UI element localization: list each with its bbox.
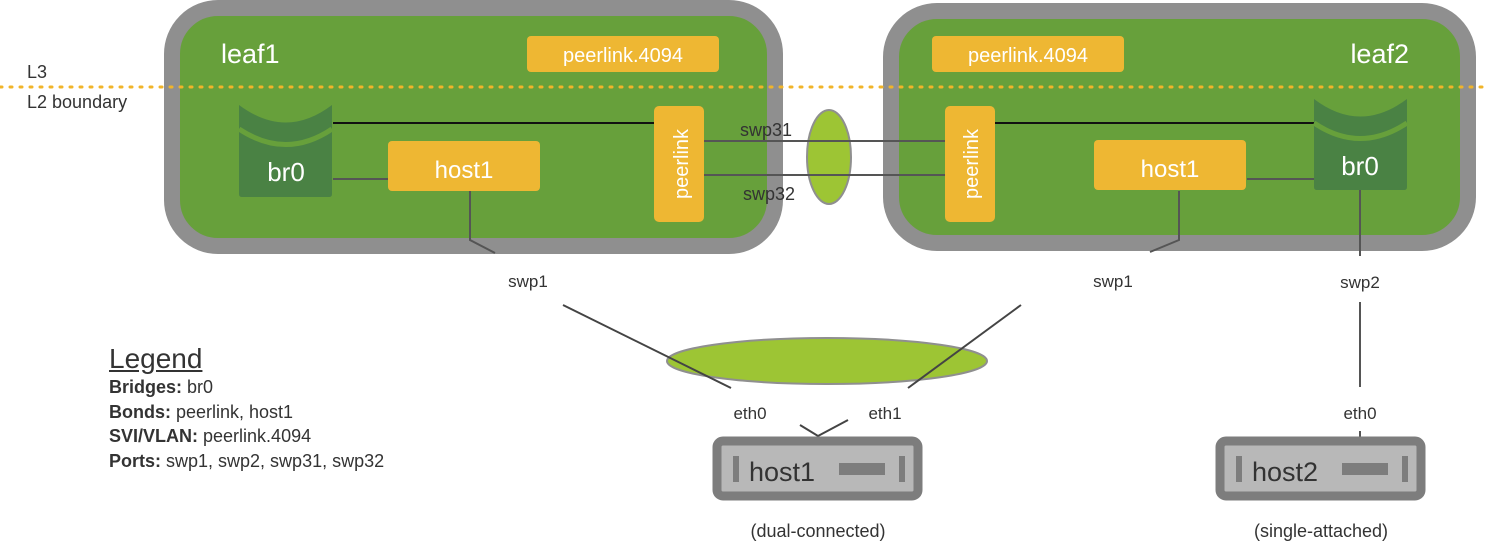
host2-server-label: host2 xyxy=(1252,457,1318,487)
leaf1-svi-label: peerlink.4094 xyxy=(563,45,683,67)
l3-label: L3 xyxy=(27,62,47,82)
leaf1-bridge-label: br0 xyxy=(267,157,305,187)
host1-caption: (dual-connected) xyxy=(750,521,885,541)
swp31-label: swp31 xyxy=(740,120,792,140)
leaf2-peerlink-bond-label: peerlink xyxy=(961,128,983,199)
swp2-label: swp2 xyxy=(1340,273,1380,292)
leaf1-host1-bond-label: host1 xyxy=(435,157,494,184)
leaf2-host1-bond-label: host1 xyxy=(1141,156,1200,183)
host2-server[interactable]: host2 xyxy=(1215,436,1426,501)
leaf1-bridge[interactable]: br0 xyxy=(237,105,334,197)
leaf1-label: leaf1 xyxy=(221,39,280,69)
legend-row-ports: Ports: swp1, swp2, swp31, swp32 xyxy=(109,449,384,474)
leaf1-swp1-link-upper xyxy=(469,191,496,254)
leaf2-svi-label: peerlink.4094 xyxy=(968,45,1088,67)
legend-value: br0 xyxy=(182,377,214,397)
leaf1-swp1-label: swp1 xyxy=(508,272,548,291)
leaf1-swp1-link-lower xyxy=(562,304,732,389)
leaf1-svi-box[interactable] xyxy=(527,36,719,72)
legend-value: peerlink, host1 xyxy=(171,401,294,422)
leaf2-swp1-link-upper xyxy=(1149,191,1180,253)
leaf2-peerlink-bond[interactable] xyxy=(945,106,995,222)
leaf2-label: leaf2 xyxy=(1350,39,1409,69)
legend-row-bridges: Bridges: br0 xyxy=(109,375,384,400)
legend-value: peerlink.4094 xyxy=(198,426,312,446)
legend-key: Ports: xyxy=(109,450,162,471)
leaf2-swp1-label: swp1 xyxy=(1093,272,1133,291)
legend-key: Bonds: xyxy=(109,401,171,422)
leaf2-bridge-label: br0 xyxy=(1341,151,1379,181)
leaf1-peerlink-bond[interactable] xyxy=(654,106,704,222)
leaf2-host1-bond[interactable] xyxy=(1094,140,1246,190)
host1-server[interactable]: host1 xyxy=(712,436,923,501)
leaf2-svi-box[interactable] xyxy=(932,36,1124,72)
peerlink-lag-ellipse xyxy=(806,109,852,205)
legend-title: Legend xyxy=(109,343,203,374)
host1-eth1-label: eth1 xyxy=(868,404,901,423)
legend-key: Bridges: xyxy=(109,377,183,397)
swp32-label: swp32 xyxy=(743,184,795,204)
legend-value: swp1, swp2, swp31, swp32 xyxy=(161,450,385,471)
leaf2-bridge[interactable]: br0 xyxy=(1312,99,1409,190)
host2-caption: (single-attached) xyxy=(1254,521,1388,541)
legend-key: SVI/VLAN: xyxy=(109,426,199,446)
host1-server-label: host1 xyxy=(749,457,815,487)
leaf1-host1-bond[interactable] xyxy=(388,141,540,191)
legend-row-bonds: Bonds: peerlink, host1 xyxy=(109,400,384,425)
l2-boundary-label: L2 boundary xyxy=(27,92,127,112)
host1-eth0-label: eth0 xyxy=(733,404,766,423)
host1-eth-join xyxy=(799,419,849,438)
leaf1-peerlink-bond-label: peerlink xyxy=(671,128,693,199)
leaf2-swp1-link-lower xyxy=(907,304,1022,389)
legend-row-svi: SVI/VLAN: peerlink.4094 xyxy=(109,424,384,449)
host2-eth0-label: eth0 xyxy=(1343,404,1376,423)
host1-lag-ellipse xyxy=(666,337,988,385)
legend: Legend Bridges: br0 Bonds: peerlink, hos… xyxy=(109,343,384,473)
